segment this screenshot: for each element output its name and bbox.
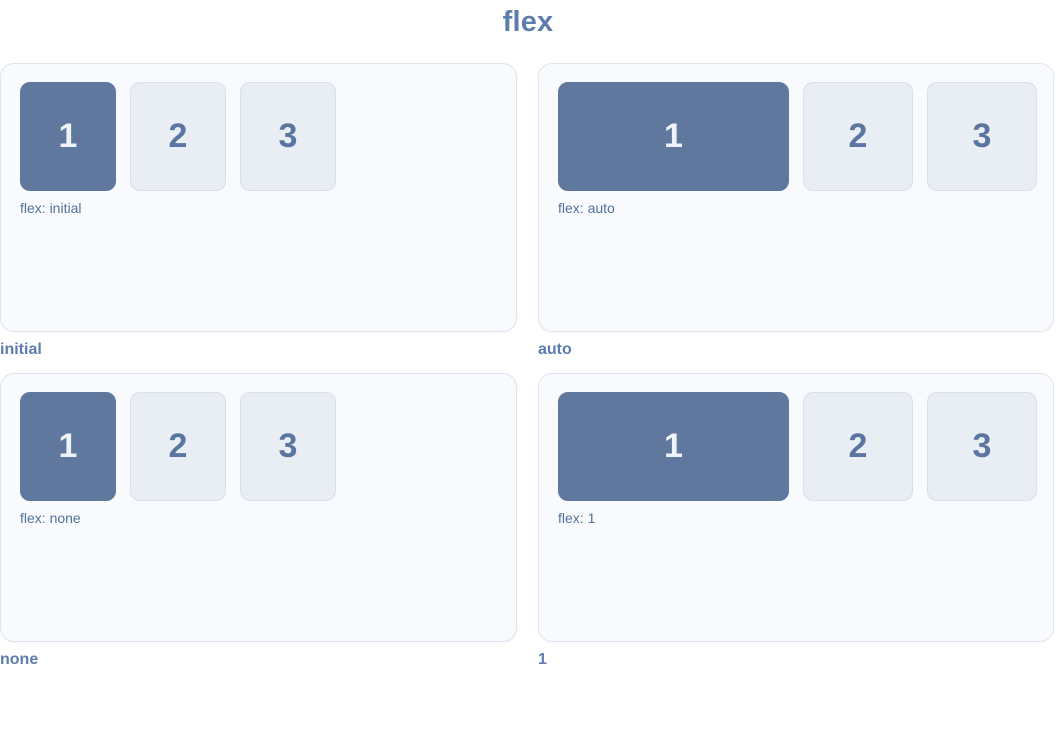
flex-box-3: 3 — [927, 392, 1037, 501]
flex-box-row: 1 2 3 — [20, 82, 500, 191]
flex-box-3: 3 — [240, 392, 336, 501]
panel-flex-label: flex: none — [20, 510, 81, 526]
flex-box-1: 1 — [20, 82, 116, 191]
panel-caption-none: none — [0, 651, 39, 668]
demo-cell-none: 1 2 3 flex: none none — [0, 373, 517, 668]
flex-box-1: 1 — [558, 392, 789, 501]
demo-panel-initial: 1 2 3 flex: initial — [0, 63, 517, 332]
demo-panel-1: 1 2 3 flex: 1 — [538, 373, 1054, 642]
demo-panel-auto: 1 2 3 flex: auto — [538, 63, 1054, 332]
flex-box-2: 2 — [130, 392, 226, 501]
flex-box-1: 1 — [558, 82, 789, 191]
panel-caption-1: 1 — [538, 651, 547, 668]
demo-cell-1: 1 2 3 flex: 1 1 — [538, 373, 1054, 668]
demo-panel-none: 1 2 3 flex: none — [0, 373, 517, 642]
flex-box-row: 1 2 3 — [558, 392, 1037, 501]
flex-box-2: 2 — [130, 82, 226, 191]
demo-cell-auto: 1 2 3 flex: auto auto — [538, 63, 1054, 358]
flex-box-1: 1 — [20, 392, 116, 501]
panel-caption-auto: auto — [538, 341, 572, 358]
flex-box-row: 1 2 3 — [20, 392, 500, 501]
flex-box-2: 2 — [803, 392, 913, 501]
flex-box-3: 3 — [240, 82, 336, 191]
flex-box-2: 2 — [803, 82, 913, 191]
flex-box-row: 1 2 3 — [558, 82, 1037, 191]
demo-grid: 1 2 3 flex: initial initial 1 2 3 flex: … — [0, 63, 1056, 668]
page-title: flex — [502, 6, 554, 38]
demo-cell-initial: 1 2 3 flex: initial initial — [0, 63, 517, 358]
panel-caption-initial: initial — [0, 341, 42, 358]
panel-flex-label: flex: initial — [20, 200, 82, 216]
panel-flex-label: flex: 1 — [558, 510, 596, 526]
flex-box-3: 3 — [927, 82, 1037, 191]
panel-flex-label: flex: auto — [558, 200, 615, 216]
